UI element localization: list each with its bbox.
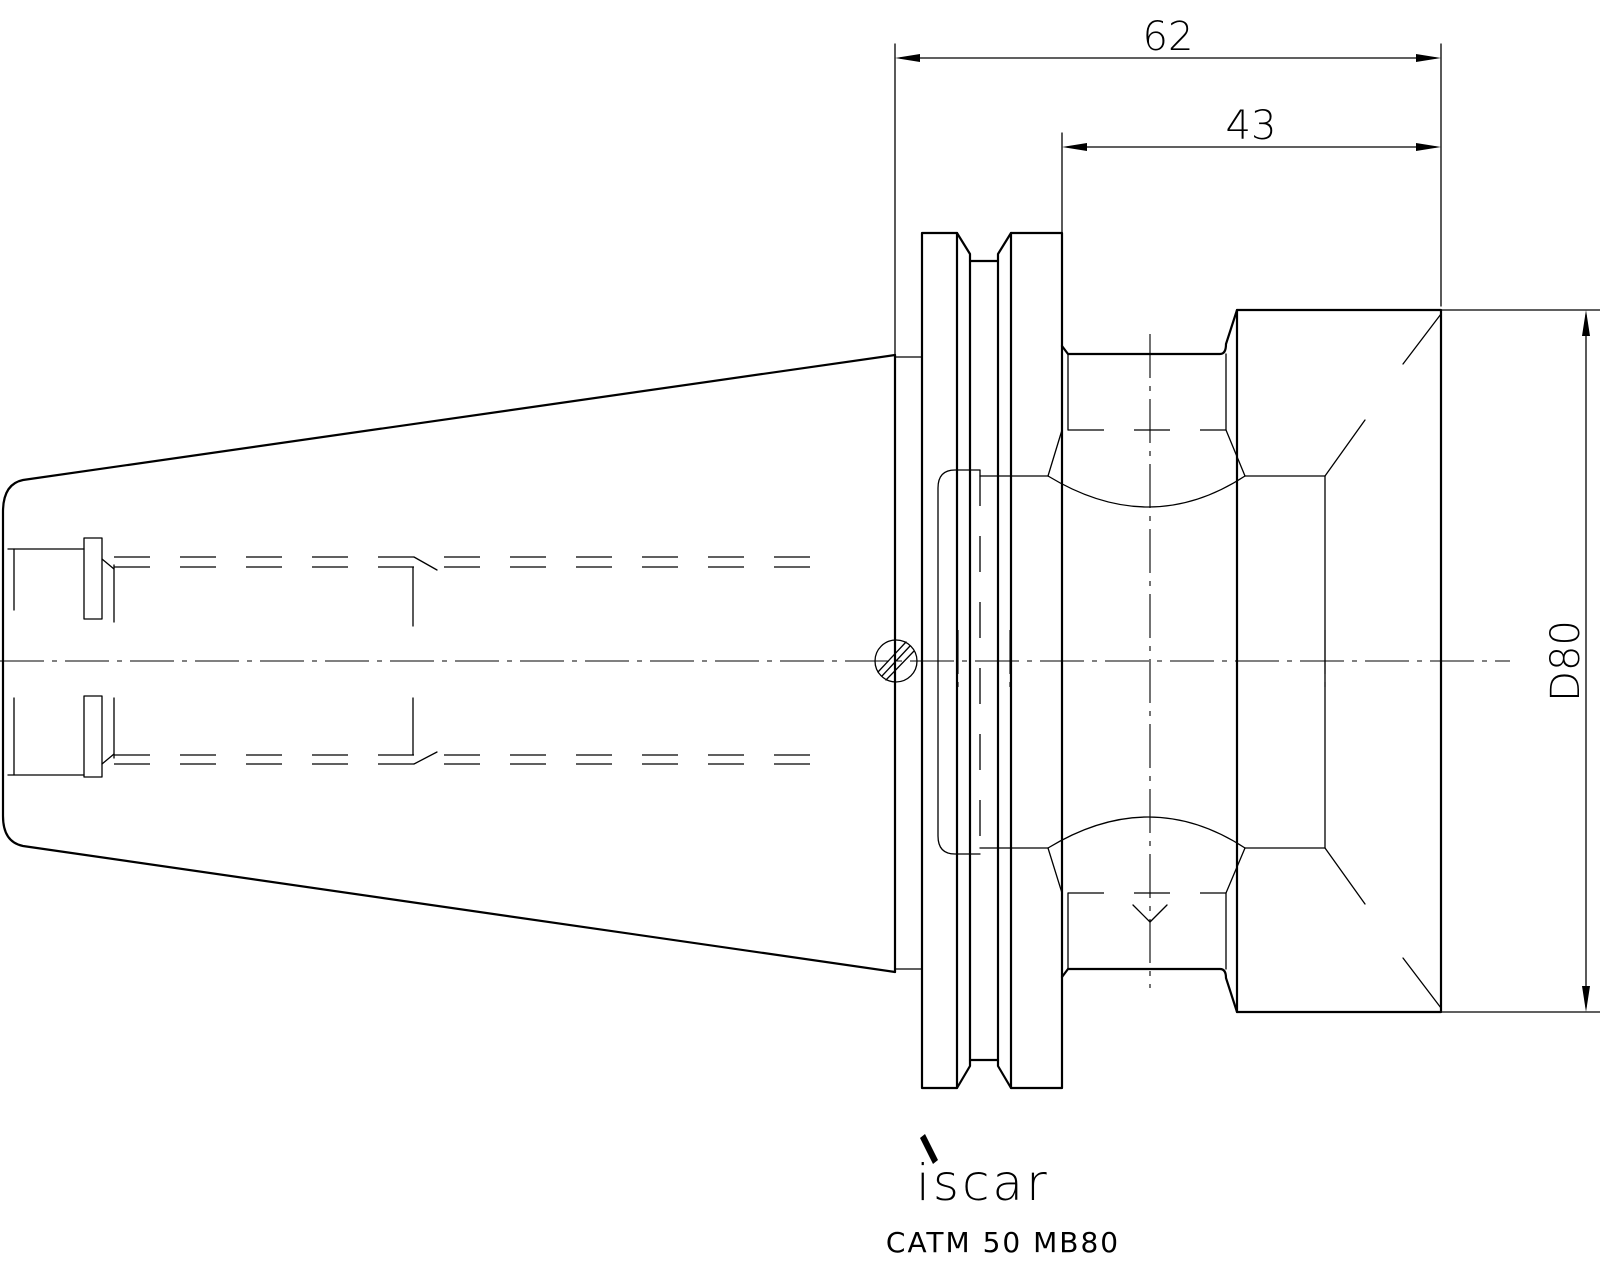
- iscar-logo: iscar: [916, 1134, 1050, 1212]
- body: [1060, 308, 1239, 1014]
- dimension-43: 43: [1061, 103, 1441, 234]
- retention-bore: [7, 537, 115, 778]
- drive-slot: [937, 469, 981, 855]
- dimension-d80-label: D80: [1543, 620, 1589, 702]
- dimension-43-label: 43: [1226, 103, 1277, 149]
- taper-shank: [1, 353, 923, 974]
- dimension-62: 62: [894, 14, 1442, 356]
- iscar-logo-text: iscar: [916, 1154, 1050, 1212]
- part-number: CATM 50 MB80: [886, 1226, 1120, 1259]
- hidden-internal-contour: [979, 419, 1366, 923]
- hidden-bore-lines: [114, 556, 830, 765]
- dimension-d80: D80: [1440, 309, 1600, 1013]
- center-lines: [0, 334, 1510, 988]
- dimension-62-label: 62: [1143, 14, 1194, 60]
